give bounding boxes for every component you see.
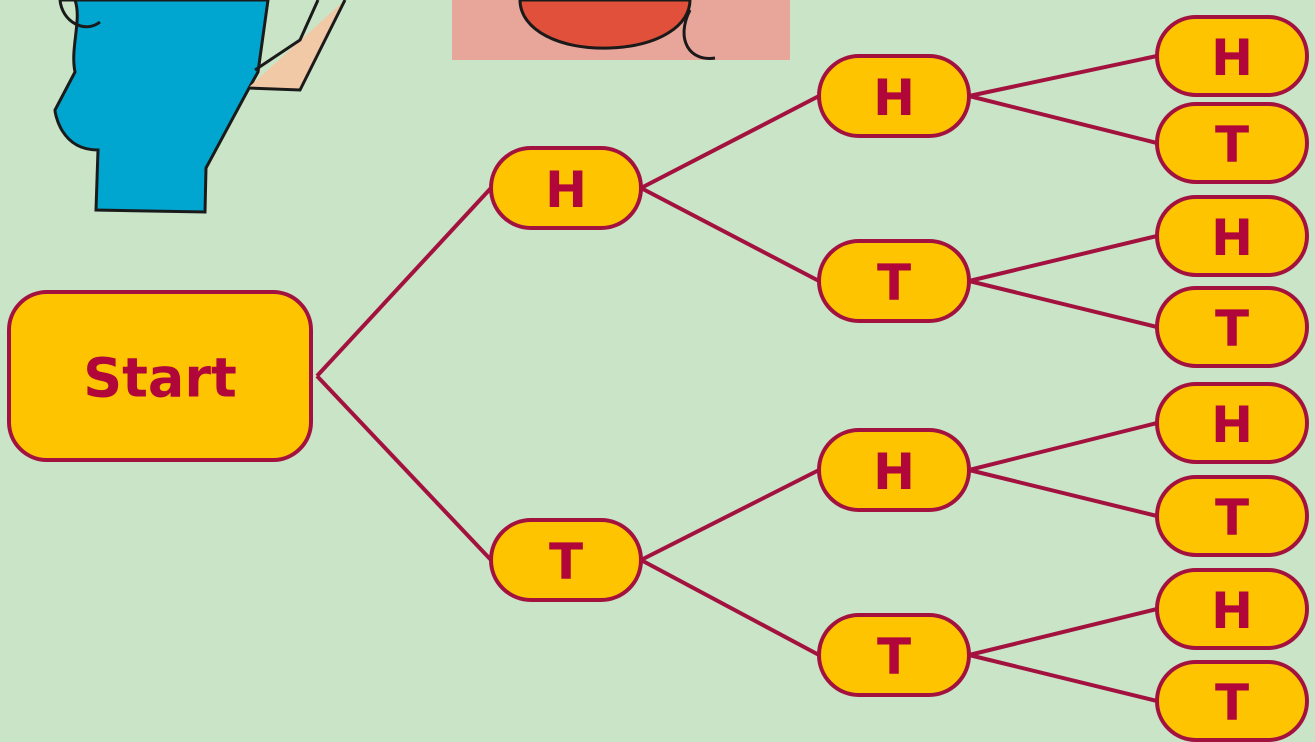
node-l3-5: T: [1155, 475, 1309, 557]
node-l2-1-label: T: [877, 254, 911, 312]
node-l3-0: H: [1155, 15, 1309, 97]
node-l3-2-label: H: [1211, 209, 1253, 267]
node-l3-2: H: [1155, 195, 1309, 277]
node-l2-2-label: H: [873, 443, 915, 501]
node-l2-0-label: H: [873, 69, 915, 127]
node-l3-4-label: H: [1211, 396, 1253, 454]
edge-l2-to-l3-6: [968, 607, 1158, 657]
node-l3-1-label: T: [1215, 116, 1249, 174]
edge-l2-to-l3-3: [968, 279, 1158, 329]
node-l3-5-box: [1155, 475, 1309, 557]
node-l3-6: H: [1155, 568, 1309, 650]
edge-l1-to-l2-1: [640, 186, 820, 283]
node-l3-7-box: [1155, 660, 1309, 742]
node-l1-0-label: H: [545, 161, 587, 219]
node-l3-3-label: T: [1215, 300, 1249, 358]
node-l3-3: T: [1155, 286, 1309, 368]
edge-l2-to-l3-1: [968, 94, 1158, 145]
coin-illustration: [452, 0, 790, 60]
edge-l2-to-l3-0: [968, 54, 1158, 98]
node-l3-7-label: T: [1215, 674, 1249, 732]
edge-l2-to-l3-5: [968, 468, 1158, 518]
node-l1-1: T: [489, 518, 643, 602]
edge-l2-to-l3-2: [968, 234, 1158, 283]
node-l1-1-box: [489, 518, 643, 602]
node-l3-0-label: H: [1211, 29, 1253, 87]
node-l3-3-box: [1155, 286, 1309, 368]
edge-l2-to-l3-7: [968, 653, 1158, 703]
node-l2-0: H: [817, 54, 971, 138]
edge-l2-to-l3-4: [968, 421, 1158, 472]
node-l2-3-label: T: [877, 628, 911, 686]
node-l3-1: T: [1155, 102, 1309, 184]
node-l3-4: H: [1155, 382, 1309, 464]
edge-start-to-l1-0: [315, 186, 493, 378]
node-l3-5-label: T: [1215, 489, 1249, 547]
node-l1-0-box: [489, 146, 643, 230]
node-l3-6-box: [1155, 568, 1309, 650]
edge-start-to-l1-1: [315, 374, 493, 562]
edge-l1-to-l2-0: [640, 94, 820, 190]
node-l2-2: H: [817, 428, 971, 512]
edge-l1-to-l2-3: [640, 558, 820, 657]
node-l3-7: T: [1155, 660, 1309, 742]
node-l3-0-box: [1155, 15, 1309, 97]
node-l3-6-label: H: [1211, 582, 1253, 640]
node-start-box: [7, 290, 313, 462]
node-l3-4-box: [1155, 382, 1309, 464]
node-l3-2-box: [1155, 195, 1309, 277]
node-l2-2-box: [817, 428, 971, 512]
node-start-label: Start: [83, 347, 237, 410]
node-start: Start: [7, 290, 313, 462]
node-l2-1: T: [817, 239, 971, 323]
node-l2-3: T: [817, 613, 971, 697]
person-illustration: [53, 0, 347, 214]
node-l1-0: H: [489, 146, 643, 230]
tree-edges: [315, 54, 1158, 703]
node-l3-1-box: [1155, 102, 1309, 184]
node-l2-0-box: [817, 54, 971, 138]
edge-l1-to-l2-2: [640, 468, 820, 562]
node-l2-1-box: [817, 239, 971, 323]
node-l2-3-box: [817, 613, 971, 697]
node-l1-1-label: T: [549, 533, 583, 591]
